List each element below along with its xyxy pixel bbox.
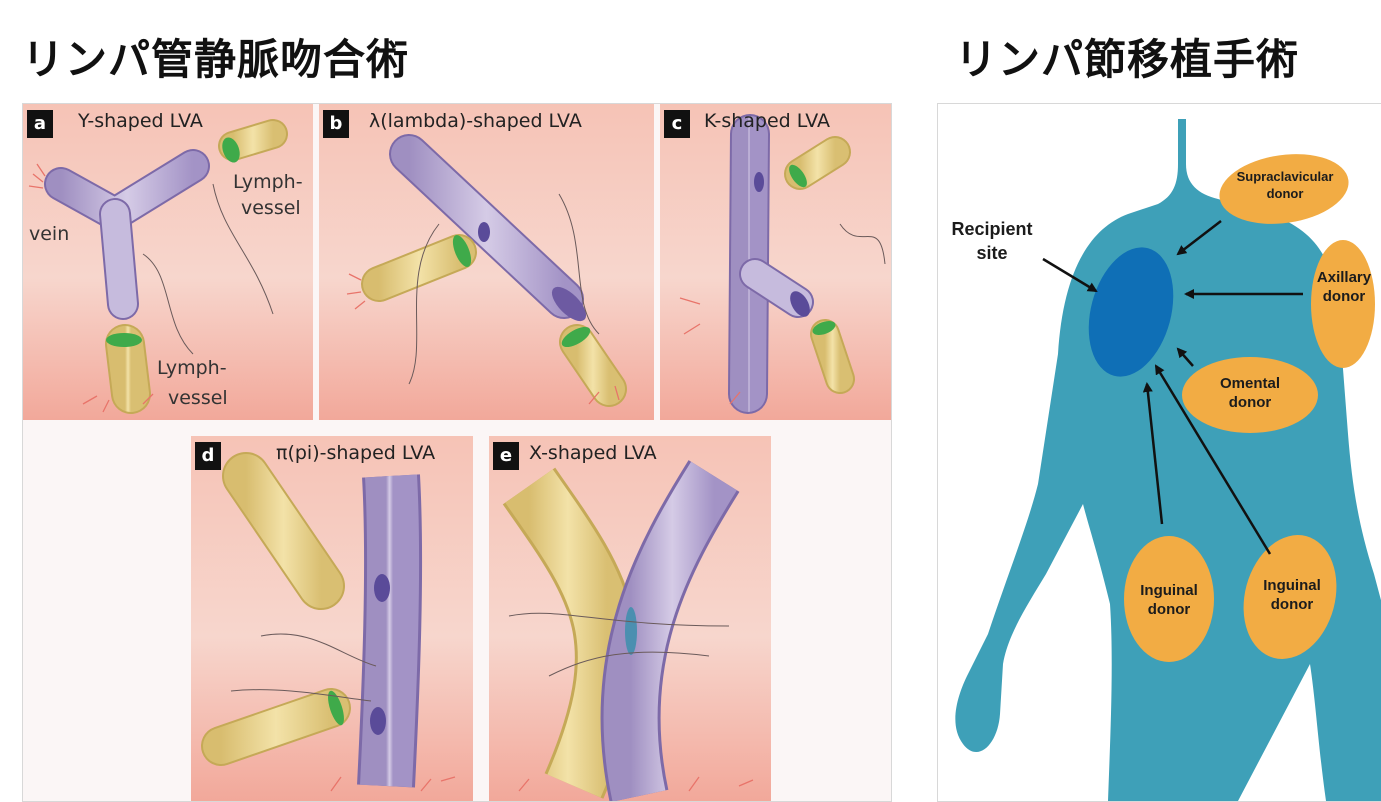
lva-title: リンパ管静脈吻合術 xyxy=(22,26,409,87)
panel-d-title: π(pi)-shaped LVA xyxy=(276,442,435,464)
omental-label-line-1: Omental xyxy=(1200,374,1300,393)
inguinal-left-label: Inguinal donor xyxy=(1124,581,1214,619)
panel-b: b λ(lambda)-shaped LVA xyxy=(319,104,654,420)
panel-b-illustration xyxy=(319,104,654,420)
recipient-label-line-2: site xyxy=(938,241,1046,265)
lnt-figure: Recipient site Supraclavicular donor Axi… xyxy=(937,103,1381,802)
recipient-site-label: Recipient site xyxy=(938,217,1046,265)
panel-c-title: K-shaped LVA xyxy=(704,110,830,132)
panel-e-letter: e xyxy=(493,442,519,470)
body-illustration xyxy=(938,104,1381,801)
lva-figure: a Y-shaped LVA vein Lymph- vessel Lymph-… xyxy=(22,103,892,802)
panel-c-illustration xyxy=(660,104,891,420)
axillary-label: Axillary donor xyxy=(1304,268,1381,306)
supraclavicular-label-line-1: Supraclavicular xyxy=(1226,168,1344,185)
panel-c: c K-shaped LVA xyxy=(660,104,891,420)
inguinal-right-label-line-2: donor xyxy=(1247,595,1337,614)
supraclavicular-label: Supraclavicular donor xyxy=(1226,168,1344,202)
lymph-vessel-top-label-1: Lymph- xyxy=(233,170,303,194)
panel-b-title: λ(lambda)-shaped LVA xyxy=(369,110,582,132)
inguinal-right-label-line-1: Inguinal xyxy=(1247,576,1337,595)
omental-label: Omental donor xyxy=(1200,374,1300,412)
panel-e-title: X-shaped LVA xyxy=(529,442,657,464)
panel-d-letter: d xyxy=(195,442,221,470)
lymph-vessel-top-label-2: vessel xyxy=(241,196,301,220)
panel-d: d π(pi)-shaped LVA xyxy=(191,436,473,801)
omental-label-line-2: donor xyxy=(1200,393,1300,412)
inguinal-left-label-line-1: Inguinal xyxy=(1124,581,1214,600)
lymph-vessel-bottom-label-1: Lymph- xyxy=(157,356,227,380)
panel-b-letter: b xyxy=(323,110,349,138)
supraclavicular-label-line-2: donor xyxy=(1226,185,1344,202)
inguinal-left-label-line-2: donor xyxy=(1124,600,1214,619)
axillary-label-line-2: donor xyxy=(1304,287,1381,306)
panel-a: a Y-shaped LVA vein Lymph- vessel Lymph-… xyxy=(23,104,313,420)
panel-a-letter: a xyxy=(27,110,53,138)
inguinal-right-label: Inguinal donor xyxy=(1247,576,1337,614)
lnt-title: リンパ節移植手術 xyxy=(955,26,1299,87)
axillary-label-line-1: Axillary xyxy=(1304,268,1381,287)
panel-e: e X-shaped LVA xyxy=(489,436,771,801)
panel-a-title: Y-shaped LVA xyxy=(78,110,203,132)
panel-d-illustration xyxy=(191,436,473,801)
panel-e-illustration xyxy=(489,436,771,801)
panel-c-letter: c xyxy=(664,110,690,138)
vein-label: vein xyxy=(29,222,69,246)
recipient-label-line-1: Recipient xyxy=(938,217,1046,241)
lymph-vessel-bottom-label-2: vessel xyxy=(168,386,228,410)
